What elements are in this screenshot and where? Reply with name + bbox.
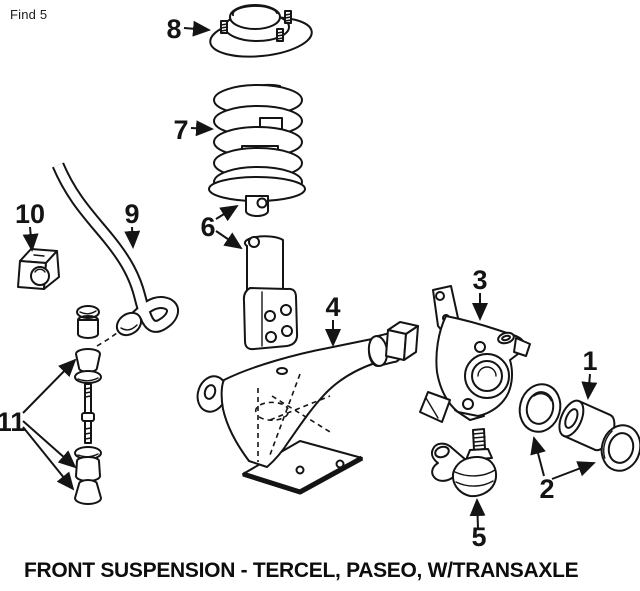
callout-3-number[interactable]: 3 xyxy=(472,265,487,295)
hub-seal-inner-drawing xyxy=(518,383,562,433)
callout-11-arrow-middle xyxy=(22,420,77,469)
strut-drawing xyxy=(242,195,299,351)
callout-5-number[interactable]: 5 xyxy=(471,522,486,552)
callout-2-arrow-right xyxy=(551,461,596,480)
callout-7-coil-spring[interactable]: 7 xyxy=(173,115,214,145)
callout-6-strut[interactable]: 6 xyxy=(200,204,243,250)
stabilizer-link-drawing xyxy=(74,305,118,505)
callout-2-arrow-left xyxy=(530,436,546,477)
ball-joint-drawing xyxy=(430,428,498,498)
callout-10-number[interactable]: 10 xyxy=(15,199,45,229)
find-label: Find 5 xyxy=(10,7,48,22)
callout-8-number[interactable]: 8 xyxy=(166,14,181,44)
callout-7-arrow xyxy=(190,120,214,137)
steering-knuckle-drawing xyxy=(419,285,531,423)
callout-5-ball-joint[interactable]: 5 xyxy=(469,498,487,552)
callout-10-arrow xyxy=(22,226,39,252)
diagram-title: FRONT SUSPENSION - TERCEL, PASEO, W/TRAN… xyxy=(24,559,579,582)
callout-4-lower-control-arm[interactable]: 4 xyxy=(325,292,341,347)
callout-11-arrow-bottom xyxy=(22,426,75,491)
diagram-line-art xyxy=(17,4,640,505)
callout-1-number[interactable]: 1 xyxy=(582,346,597,376)
callout-9-number[interactable]: 9 xyxy=(124,199,139,229)
callout-4-number[interactable]: 4 xyxy=(325,292,340,322)
stabilizer-bushing-bracket-drawing xyxy=(17,248,60,290)
coil-spring-drawing xyxy=(208,83,306,202)
callout-6-arrow-upper xyxy=(215,204,239,222)
callout-10-stabilizer-bushing[interactable]: 10 xyxy=(15,199,45,252)
callout-11-arrow-top xyxy=(22,358,77,414)
hub-seal-outer-drawing xyxy=(600,424,640,472)
callout-2-number[interactable]: 2 xyxy=(539,474,554,504)
diagram-callouts: 8 7 6 10 9 11 xyxy=(0,14,598,552)
callout-1-arrow xyxy=(581,373,598,400)
callout-3-steering-knuckle[interactable]: 3 xyxy=(472,265,488,321)
callout-11-stabilizer-link[interactable]: 11 xyxy=(0,358,77,491)
callout-1-wheel-bearing[interactable]: 1 xyxy=(581,346,598,400)
lower-control-arm-drawing xyxy=(196,321,419,495)
callout-9-arrow xyxy=(124,226,141,249)
callout-8-strut-mount[interactable]: 8 xyxy=(166,14,211,44)
strut-mount-drawing xyxy=(209,4,313,58)
callout-2-hub-seals[interactable]: 2 xyxy=(530,436,596,504)
callout-7-number[interactable]: 7 xyxy=(173,115,188,145)
callout-8-arrow xyxy=(183,20,211,37)
callout-9-stabilizer-bar[interactable]: 9 xyxy=(124,199,141,249)
callout-5-arrow xyxy=(469,498,486,529)
callout-6-number[interactable]: 6 xyxy=(200,212,215,242)
stabilizer-bar-drawing xyxy=(52,162,179,337)
callout-11-number[interactable]: 11 xyxy=(0,407,25,437)
callout-6-arrow-lower xyxy=(215,230,243,250)
